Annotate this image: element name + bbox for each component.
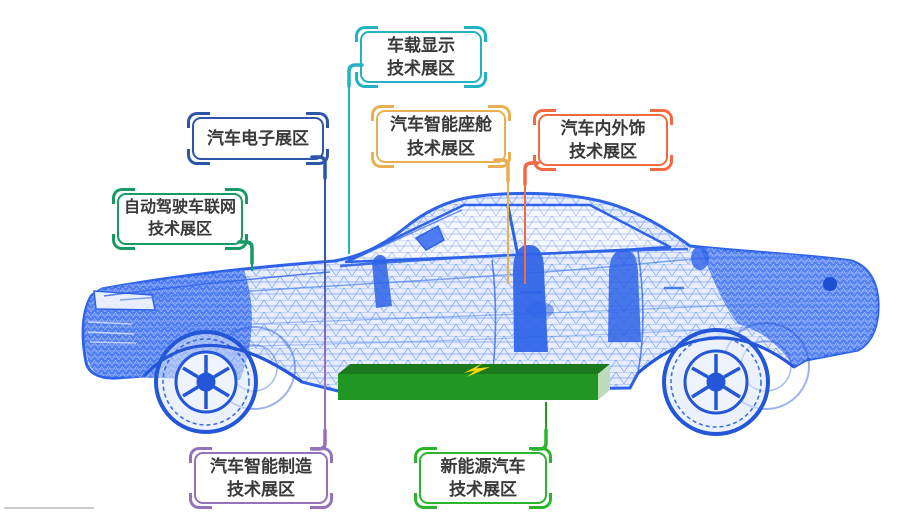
corner-bracket [310, 447, 333, 463]
corner-bracket [187, 112, 210, 128]
zone-label: 汽车内外饰 技术展区 [561, 117, 646, 164]
connector-hook [523, 161, 540, 186]
zone-label-line1: 新能源汽车 [440, 456, 526, 476]
front-wheel [142, 326, 303, 434]
battery-pack [336, 360, 612, 402]
zone-button-vehicle-display[interactable]: 车载显示 技术展区 [355, 26, 487, 88]
battery-side-face [598, 364, 610, 400]
connector-line-vehicle-display [347, 84, 351, 254]
rear-wheel [637, 322, 810, 436]
corner-bracket [112, 188, 135, 204]
corner-bracket [371, 152, 394, 168]
zone-button-smart-cockpit[interactable]: 汽车智能座舱 技术展区 [371, 105, 511, 168]
connector-line-autonomous-iov [250, 263, 254, 271]
corner-bracket [533, 155, 556, 171]
battery-pack-graphic [338, 363, 610, 400]
ground-line [4, 507, 94, 509]
corner-bracket [464, 26, 487, 42]
zone-label-line1: 汽车内外饰 [560, 118, 646, 138]
zone-button-auto-electronics[interactable]: 汽车电子展区 [187, 112, 329, 165]
zone-button-smart-manufacturing[interactable]: 汽车智能制造 技术展区 [189, 447, 333, 509]
zone-label-line2: 技术展区 [449, 480, 517, 499]
corner-bracket [355, 26, 378, 42]
corner-bracket [306, 149, 329, 165]
corner-bracket [189, 447, 212, 463]
zone-label: 汽车智能座舱 技术展区 [390, 113, 492, 160]
zone-button-autonomous-iov[interactable]: 自动驾驶车联网 技术展区 [112, 188, 248, 250]
zone-label-line1: 车载显示 [387, 35, 455, 55]
corner-bracket [310, 493, 333, 509]
connector-hook [347, 63, 364, 88]
corner-bracket [306, 112, 329, 128]
lightning-icon [464, 363, 490, 377]
zone-label: 自动驾驶车联网 技术展区 [124, 197, 236, 241]
corner-bracket [225, 234, 248, 250]
zone-button-new-energy-vehicle[interactable]: 新能源汽车 技术展区 [414, 447, 552, 509]
corner-bracket [112, 234, 135, 250]
corner-bracket [488, 105, 511, 121]
zone-label-line1: 汽车智能制造 [210, 456, 312, 476]
corner-bracket [371, 105, 394, 121]
zone-label: 汽车电子展区 [207, 127, 309, 150]
corner-bracket [650, 109, 673, 125]
corner-bracket [533, 109, 556, 125]
zone-label-line2: 技术展区 [569, 142, 637, 161]
connector-line-electronics-manufacturing [323, 178, 327, 430]
connector-line-interior-exterior [523, 184, 527, 284]
zone-label-line2: 技术展区 [387, 59, 455, 78]
corner-bracket [650, 155, 673, 171]
zone-label-line2: 技术展区 [227, 480, 295, 499]
corner-bracket [187, 149, 210, 165]
corner-bracket [355, 72, 378, 88]
zone-label: 车载显示 技术展区 [387, 34, 455, 81]
zone-label-line2: 技术展区 [147, 221, 212, 238]
corner-bracket [529, 447, 552, 463]
zone-label-line1: 汽车电子展区 [207, 128, 309, 148]
zone-label: 汽车智能制造 技术展区 [210, 455, 312, 502]
corner-bracket [225, 188, 248, 204]
car-seats [372, 245, 709, 352]
battery-front-face [338, 374, 598, 400]
corner-bracket [464, 72, 487, 88]
zone-label-line1: 自动驾驶车联网 [123, 198, 236, 216]
corner-bracket [414, 447, 437, 463]
zone-label: 新能源汽车 技术展区 [441, 455, 526, 502]
connector-line-smart-cockpit [506, 181, 510, 284]
corner-bracket [189, 493, 212, 509]
zone-label-line1: 汽车智能座舱 [390, 115, 492, 135]
corner-bracket [488, 152, 511, 168]
corner-bracket [529, 493, 552, 509]
side-mirror [414, 224, 445, 251]
zone-button-interior-exterior[interactable]: 汽车内外饰 技术展区 [533, 109, 673, 171]
corner-bracket [414, 493, 437, 509]
zone-label-line2: 技术展区 [407, 138, 475, 158]
connector-line-nev-battery [544, 402, 548, 430]
